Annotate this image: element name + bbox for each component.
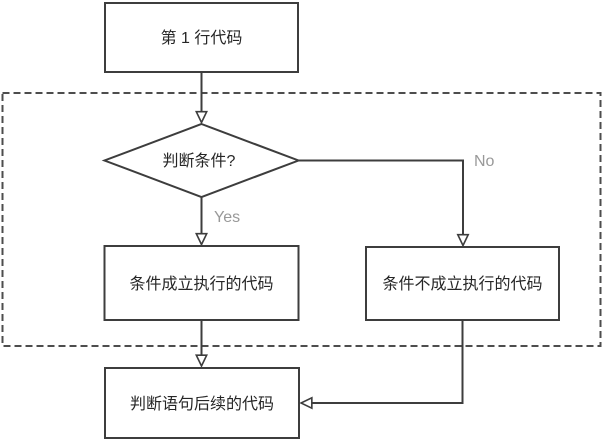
node-false-branch (365, 246, 560, 321)
node-decision-label: 判断条件? (163, 152, 236, 170)
node-after-label: 判断语句后续的代码 (130, 395, 274, 413)
edge-yes-label: Yes (214, 209, 240, 226)
node-start-label: 第 1 行代码 (161, 29, 243, 47)
node-true-branch-label: 条件成立执行的代码 (129, 275, 273, 293)
edge-no-label: No (474, 153, 495, 170)
dashed-boundary (1, 92, 602, 347)
node-after (104, 367, 300, 439)
node-true-branch (103, 245, 300, 321)
node-start (104, 2, 299, 73)
edge-decision-no (298, 159, 464, 246)
node-decision (101, 122, 302, 199)
edge-false-to-after (301, 320, 464, 403)
node-false-branch-label: 条件不成立执行的代码 (382, 275, 542, 293)
